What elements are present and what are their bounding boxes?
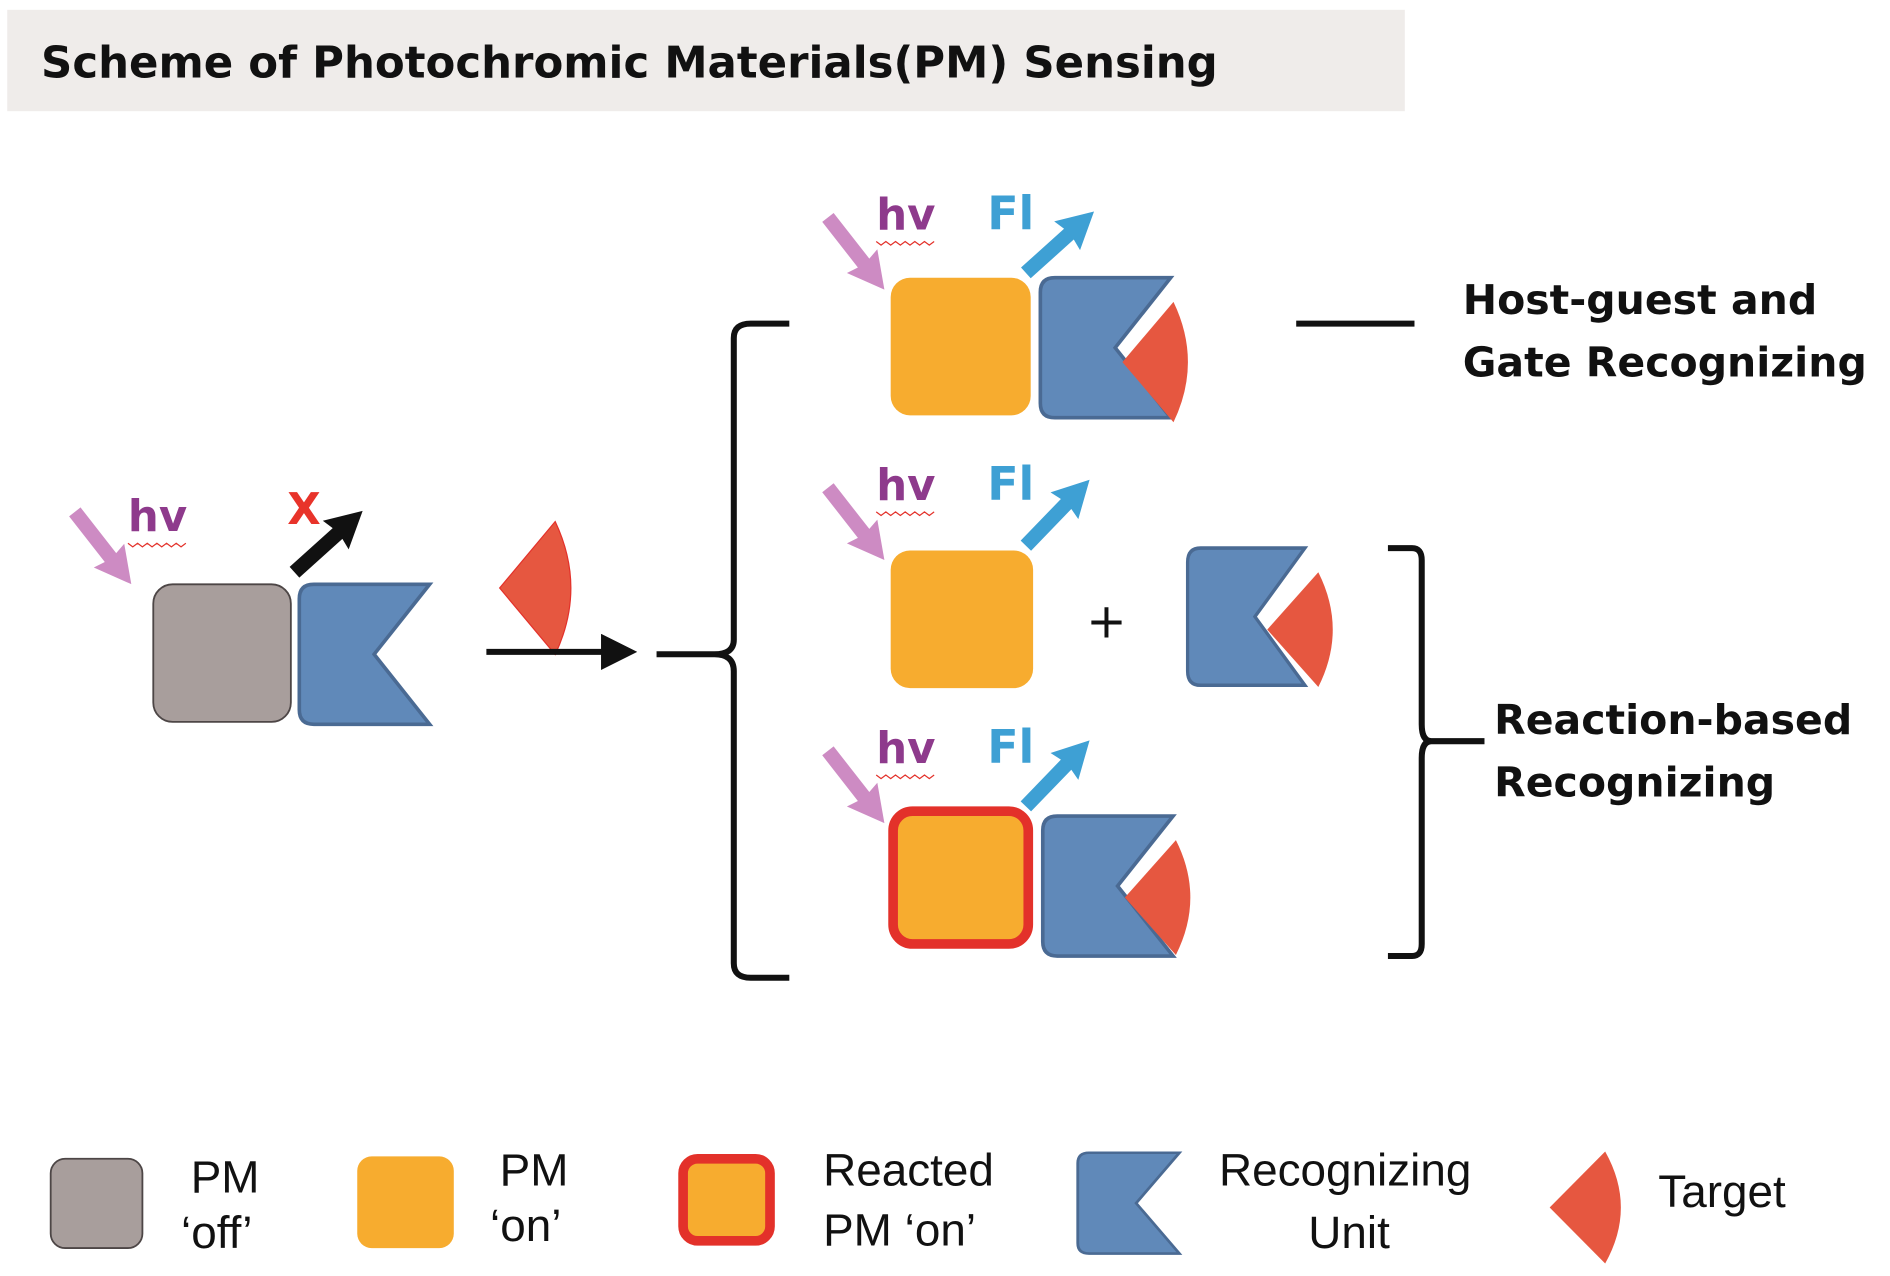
initial-state: hv X	[59, 485, 432, 727]
legend-label-line2: Unit	[1308, 1206, 1390, 1258]
hv-label: hv	[876, 724, 935, 774]
fl-label: Fl	[987, 186, 1034, 240]
left-bracket	[656, 320, 790, 981]
reacted-pm-on-swatch	[678, 1153, 775, 1246]
branch-reacted: hv Fl	[812, 720, 1191, 958]
blocked-x-mark: X	[287, 485, 321, 535]
pm-on-block	[890, 277, 1031, 416]
legend-item-pm-off: PM ‘off’	[49, 1151, 260, 1258]
page-title: Scheme of Photochromic Materials(PM) Sen…	[41, 38, 1218, 88]
right-bracket	[1387, 545, 1485, 960]
legend-label-line1: Target	[1658, 1165, 1786, 1217]
hv-wavy-underline	[875, 240, 935, 246]
plus-operator: +	[1086, 593, 1126, 649]
pm-off-block	[152, 583, 292, 723]
recognizing-unit	[297, 582, 432, 727]
title-bar: Scheme of Photochromic Materials(PM) Sen…	[7, 9, 1405, 112]
legend-item-target: Target	[1549, 1151, 1786, 1264]
legend-label-line2: PM ‘on’	[823, 1204, 976, 1256]
hv-wavy-underline	[875, 511, 935, 517]
reaction-based-label-line2: Recognizing	[1494, 759, 1775, 807]
legend: PM ‘off’ PM ‘on’ Reacted PM ‘on’ Recogni…	[49, 1143, 1786, 1264]
legend-item-recognizing-unit: Recognizing Unit	[1076, 1143, 1471, 1258]
legend-label-line1: Reacted	[823, 1143, 994, 1195]
legend-item-pm-on: PM ‘on’	[357, 1143, 568, 1251]
branch-host-guest: hv Fl Host-guest and Gate Recognizing	[812, 186, 1867, 423]
pm-off-swatch	[49, 1157, 144, 1249]
branch-release: hv Fl +	[812, 457, 1333, 689]
hv-wavy-underline	[875, 774, 935, 780]
hv-label: hv	[876, 461, 935, 511]
legend-label-line2: ‘on’	[490, 1199, 561, 1251]
legend-label-line1: PM	[500, 1143, 569, 1195]
host-guest-label-line1: Host-guest and	[1463, 276, 1817, 324]
legend-label-line1: PM	[191, 1151, 260, 1203]
pm-on-block	[890, 550, 1034, 689]
reacted-pm-on-block	[888, 806, 1034, 949]
recognizing-unit-swatch	[1076, 1151, 1181, 1255]
fl-label: Fl	[987, 457, 1034, 511]
title-background	[7, 9, 1405, 112]
fl-label: Fl	[987, 720, 1034, 774]
legend-label-line1: Recognizing	[1219, 1143, 1471, 1195]
hv-wavy-underline	[127, 542, 187, 548]
legend-item-reacted-pm-on: Reacted PM ‘on’	[678, 1143, 994, 1256]
hv-label: hv	[876, 190, 935, 240]
target-reagent-icon	[499, 520, 572, 656]
host-guest-label-line2: Gate Recognizing	[1463, 339, 1867, 387]
legend-label-line2: ‘off’	[181, 1206, 252, 1258]
pm-on-swatch	[357, 1156, 454, 1249]
reaction-based-label-line1: Reaction-based	[1494, 696, 1852, 744]
hv-label: hv	[128, 492, 187, 542]
target-swatch	[1549, 1151, 1621, 1264]
